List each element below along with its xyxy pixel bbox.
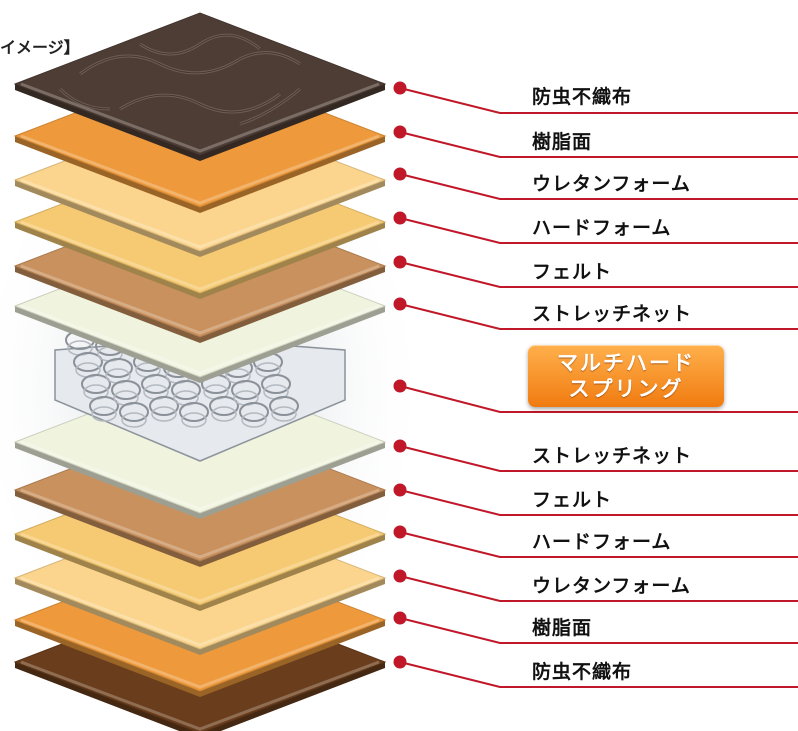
spring-badge-line: マルチハード xyxy=(557,351,695,375)
coil-spring xyxy=(269,396,299,416)
leader-line xyxy=(399,531,798,558)
leader-line xyxy=(399,661,798,688)
leader-9 xyxy=(393,525,798,558)
leader-dot xyxy=(393,569,407,583)
coil-spring xyxy=(89,396,119,416)
leader-dot xyxy=(393,439,407,453)
spring-badge: マルチハードスプリング xyxy=(528,345,724,407)
leader-line xyxy=(399,217,798,244)
layer-label: フェルト xyxy=(532,261,613,283)
coil-spring xyxy=(121,412,147,428)
leader-5 xyxy=(393,297,798,330)
coil-spring xyxy=(149,396,179,416)
layer-label: ハードフォーム xyxy=(532,531,672,553)
leader-line xyxy=(399,173,798,200)
layer-label: 防虫不織布 xyxy=(532,661,633,683)
leader-line xyxy=(399,489,798,516)
leader-11 xyxy=(393,611,798,644)
leader-4 xyxy=(393,255,798,288)
leader-dot xyxy=(393,81,407,95)
layer-label: 樹脂面 xyxy=(532,617,593,639)
leader-dot xyxy=(393,655,407,669)
leader-1 xyxy=(393,125,798,158)
leader-line xyxy=(399,445,798,472)
leader-dot xyxy=(393,297,407,311)
coil-spring xyxy=(111,380,141,400)
coil-spring xyxy=(181,412,207,428)
leader-line xyxy=(399,303,798,330)
leader-10 xyxy=(393,569,798,602)
leader-dot xyxy=(393,167,407,181)
layer-label: ストレッチネット xyxy=(532,445,693,467)
coil-spring xyxy=(271,406,297,422)
coil-spring xyxy=(171,380,201,400)
leader-2 xyxy=(393,167,798,200)
leader-line xyxy=(399,261,798,288)
leader-6 xyxy=(393,379,798,413)
leader-line xyxy=(399,87,798,114)
leader-12 xyxy=(393,655,798,688)
coil-spring xyxy=(209,396,239,416)
coil-spring xyxy=(211,406,237,422)
layer-label: ハードフォーム xyxy=(532,217,672,239)
leader-3 xyxy=(393,211,798,244)
leader-line xyxy=(399,385,798,413)
leader-dot xyxy=(393,125,407,139)
coil-spring xyxy=(73,352,103,372)
heading: イメージ】 xyxy=(0,38,80,57)
coil-spring xyxy=(261,374,291,394)
layer-label: フェルト xyxy=(532,489,613,511)
layer-label: ウレタンフォーム xyxy=(532,173,691,195)
spring-badge-line: スプリング xyxy=(568,377,684,401)
layer-label: 樹脂面 xyxy=(532,131,593,153)
coil-spring xyxy=(91,406,117,422)
coil-spring xyxy=(119,402,149,422)
layer-label: ストレッチネット xyxy=(532,303,693,325)
coil-spring xyxy=(103,358,133,378)
coil-spring xyxy=(81,374,111,394)
leader-line xyxy=(399,131,798,158)
leader-dot xyxy=(393,211,407,225)
leader-7 xyxy=(393,439,798,472)
coil-spring xyxy=(231,380,261,400)
coil-spring xyxy=(239,402,269,422)
leader-line xyxy=(399,575,798,602)
coil-spring xyxy=(241,412,267,428)
leader-line xyxy=(399,617,798,644)
leader-dot xyxy=(393,611,407,625)
leader-0 xyxy=(393,81,798,114)
layer-label: 防虫不織布 xyxy=(532,86,633,108)
quilt-pattern xyxy=(58,33,301,126)
leader-dot xyxy=(393,525,407,539)
layer-label: ウレタンフォーム xyxy=(532,575,691,597)
coil-spring xyxy=(141,374,171,394)
layer-quilted-nonwoven xyxy=(13,12,387,161)
coil-spring xyxy=(151,406,177,422)
coil-spring xyxy=(179,402,209,422)
leader-dot xyxy=(393,483,407,497)
leader-dot xyxy=(393,255,407,269)
leader-dot xyxy=(393,379,407,393)
leader-8 xyxy=(393,483,798,516)
